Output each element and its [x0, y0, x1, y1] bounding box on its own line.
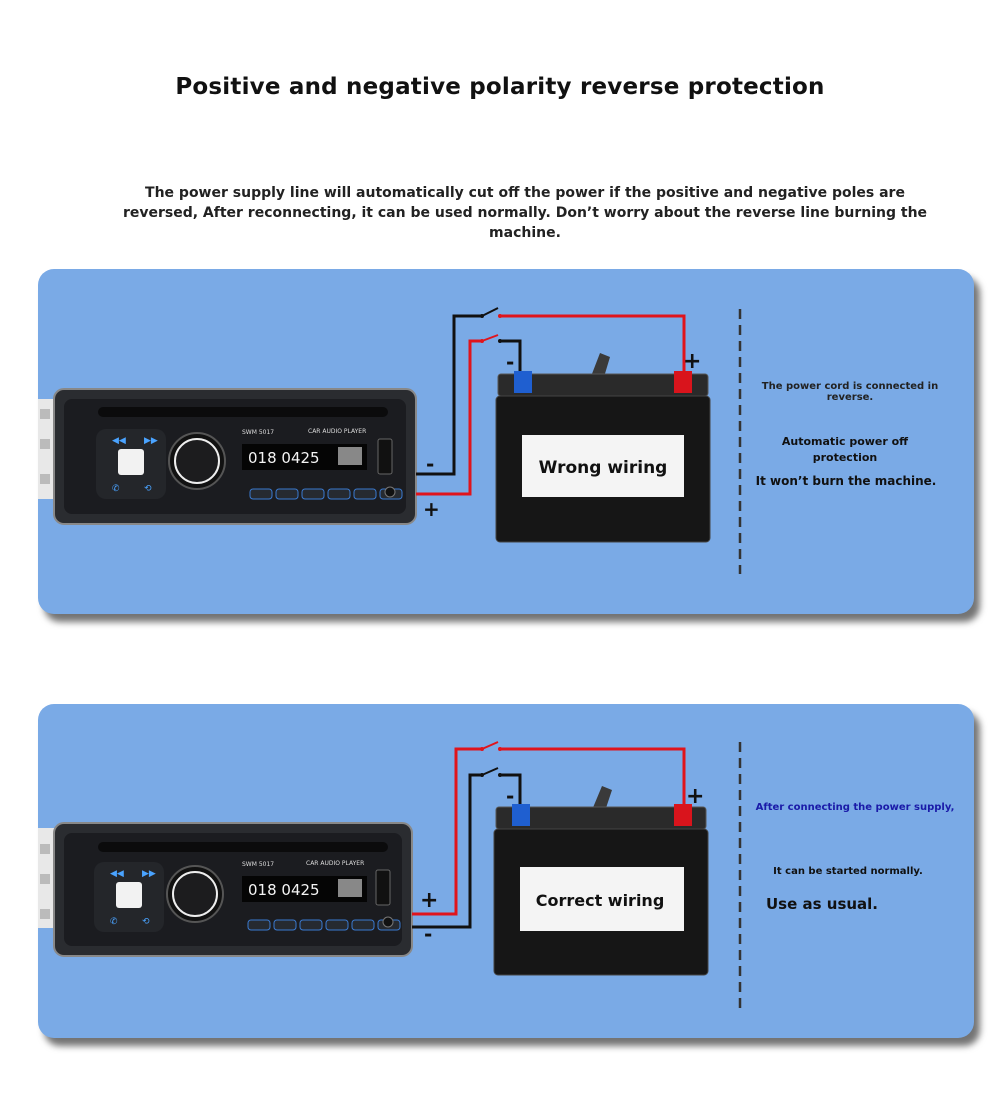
radio-display: 018 0425: [248, 881, 320, 899]
wiring: [416, 307, 686, 496]
radio-positive-sign: +: [423, 497, 440, 521]
battery-label: Wrong wiring: [539, 458, 668, 478]
radio-model: SWM 5017: [242, 429, 274, 436]
svg-text:▶▶: ▶▶: [142, 869, 156, 879]
battery-positive-terminal: [674, 804, 692, 826]
correct-wiring-panel: ◀◀ ▶▶ ✆ ⟲ SWM 5017 CAR AUDIO PLAYER 018 …: [38, 704, 974, 1038]
radio-brand-label: CAR AUDIO PLAYER: [306, 860, 364, 867]
radio-brand-label: CAR AUDIO PLAYER: [308, 428, 366, 435]
svg-text:✆: ✆: [112, 484, 120, 494]
svg-text:⟲: ⟲: [144, 484, 152, 494]
battery-label: Correct wiring: [536, 891, 665, 910]
svg-text:▶▶: ▶▶: [144, 436, 158, 446]
battery-negative-sign: -: [506, 784, 514, 808]
battery-negative-sign: -: [506, 350, 514, 374]
battery: Correct wiring: [493, 786, 709, 976]
battery-positive-sign: +: [686, 784, 704, 809]
svg-text:◀◀: ◀◀: [112, 436, 126, 446]
radio-positive-sign: +: [420, 888, 438, 913]
svg-text:✆: ✆: [110, 917, 118, 927]
radio-model: SWM 5017: [242, 861, 274, 868]
note-reverse-connection: The power cord is connected in reverse.: [761, 381, 939, 403]
svg-text:⟲: ⟲: [142, 917, 150, 927]
wiring: [412, 741, 686, 929]
radio-negative-sign: -: [426, 452, 434, 476]
battery-negative-terminal: [512, 804, 530, 826]
radio-negative-sign: -: [424, 922, 432, 946]
car-radio: ◀◀ ▶▶ ✆ ⟲ SWM 5017 CAR AUDIO PLAYER 018 …: [38, 388, 417, 525]
battery-positive-sign: +: [683, 349, 701, 374]
note-no-burn: It won’t burn the machine.: [755, 474, 937, 488]
page-description: The power supply line will automatically…: [122, 185, 928, 241]
page-title: Positive and negative polarity reverse p…: [175, 74, 825, 100]
battery: Wrong wiring: [495, 353, 711, 543]
note-use-as-usual: Use as usual.: [765, 895, 879, 913]
note-power-off-protection: Automatic power off protection: [781, 435, 909, 464]
car-radio: ◀◀ ▶▶ ✆ ⟲ SWM 5017 CAR AUDIO PLAYER 018 …: [38, 822, 413, 957]
note-started-normally: It can be started normally.: [773, 866, 923, 877]
battery-negative-terminal: [514, 371, 532, 393]
svg-text:◀◀: ◀◀: [110, 869, 124, 879]
note-after-connecting: After connecting the power supply,: [755, 802, 955, 813]
wrong-wiring-panel: ◀◀ ▶▶ ✆ ⟲ SWM 5017 CAR AUDIO PLAYER 018 …: [38, 269, 974, 614]
radio-display: 018 0425: [248, 449, 320, 467]
battery-positive-terminal: [674, 371, 692, 393]
